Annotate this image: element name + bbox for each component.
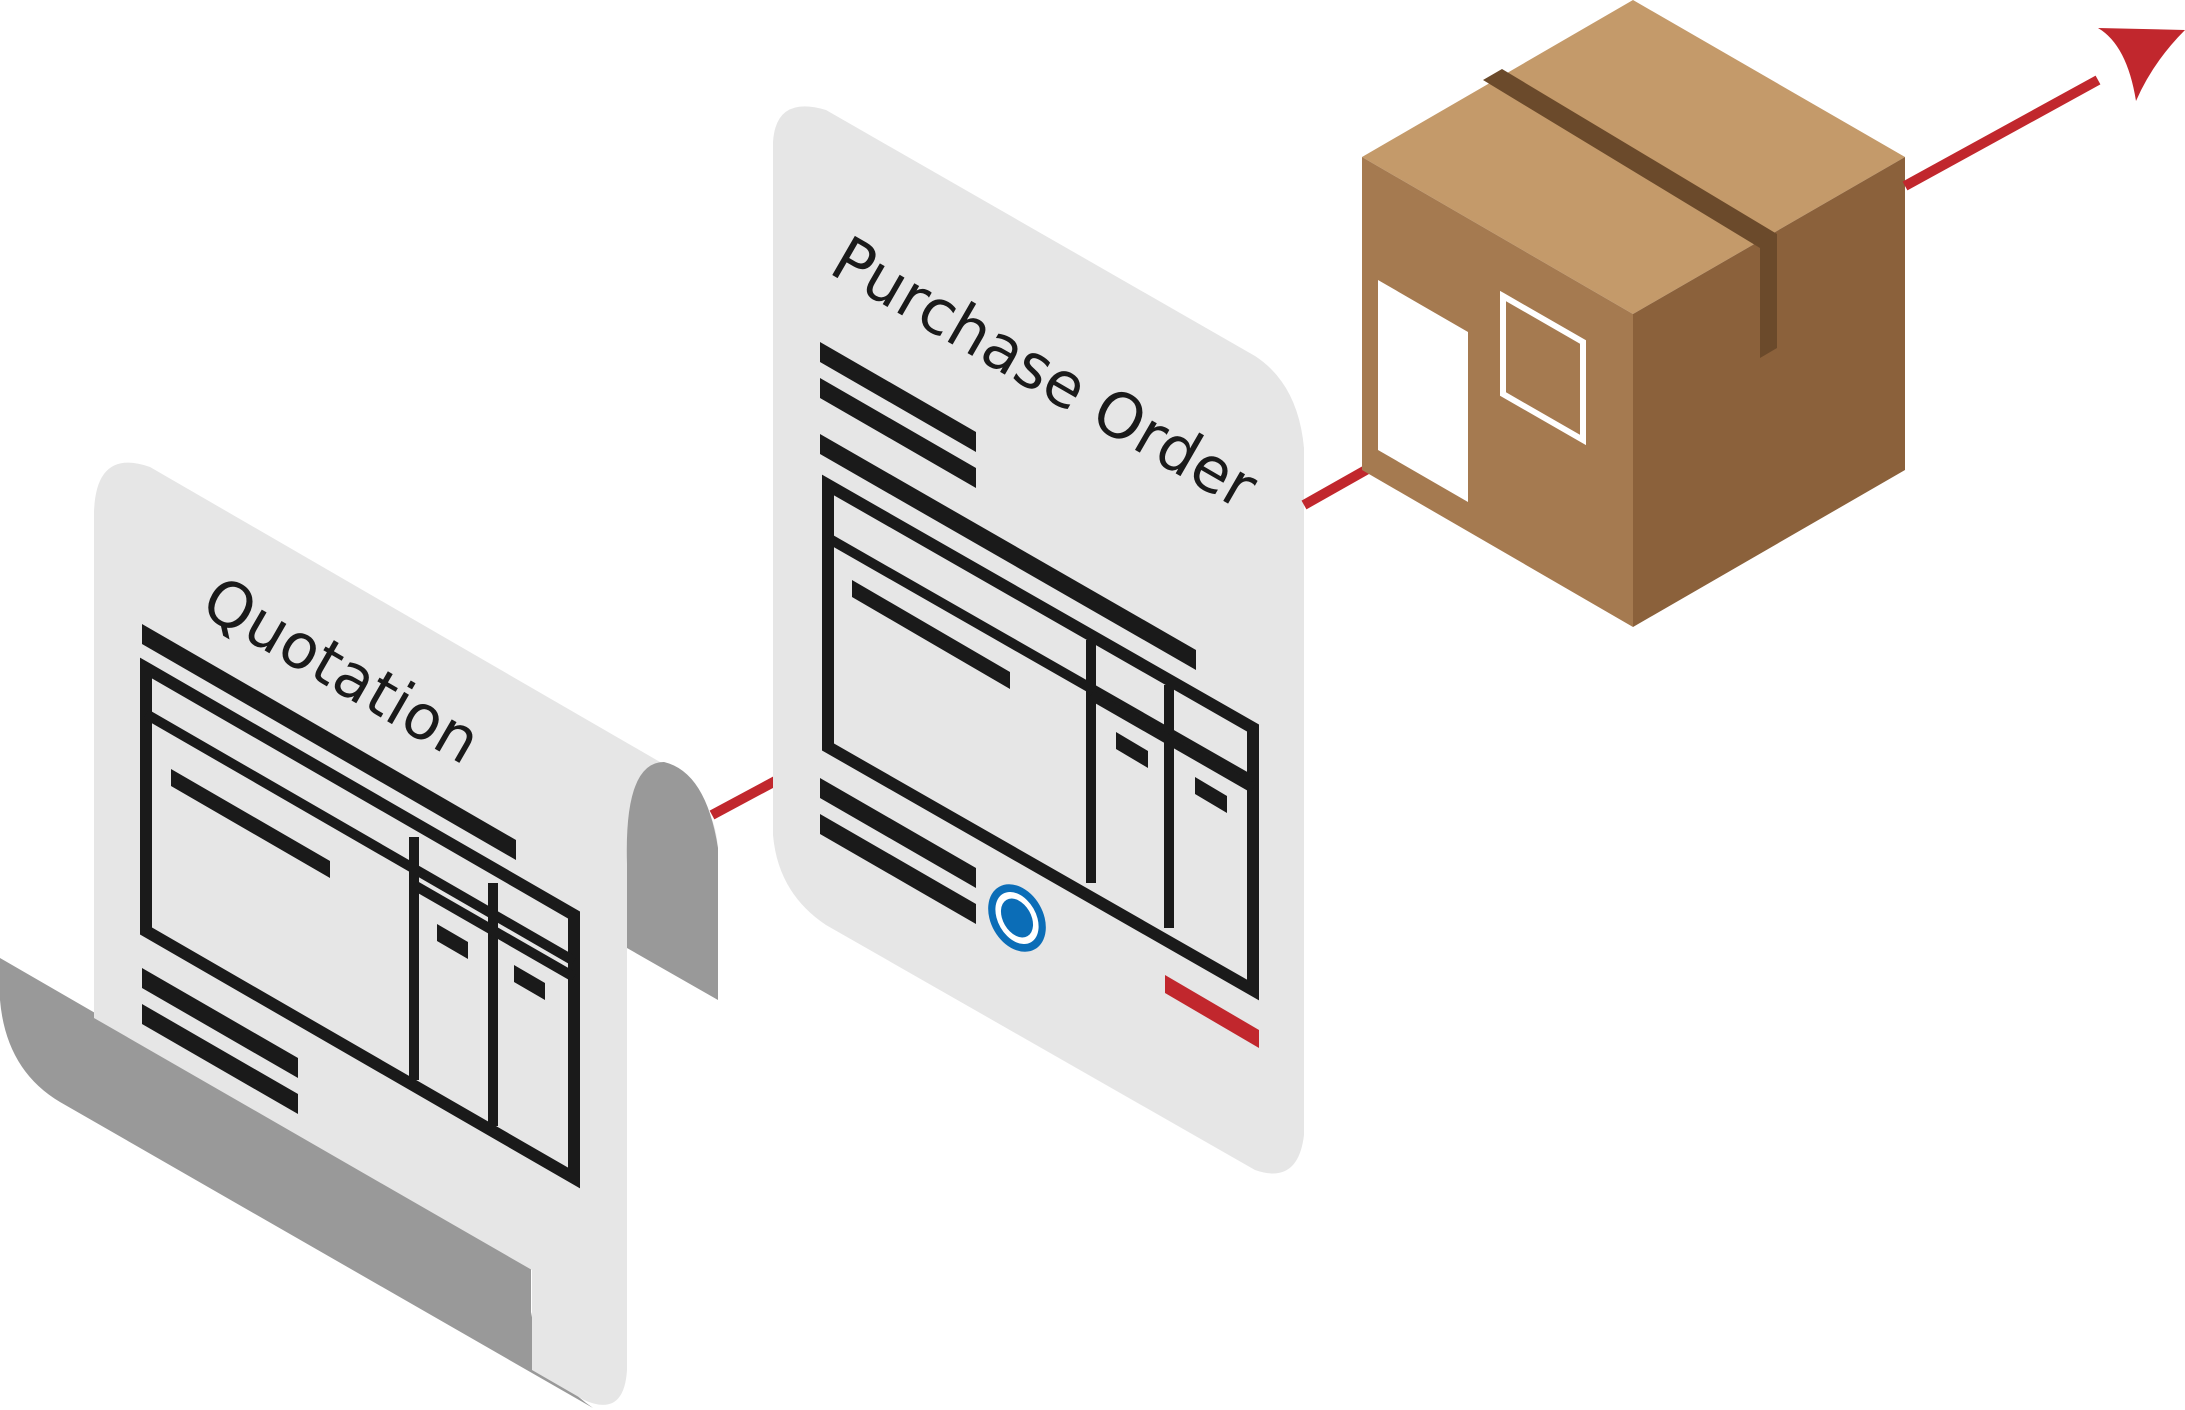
purchase-order-header-lines (820, 342, 1196, 670)
quotation-curl-top (626, 762, 718, 1000)
quotation-footer-lines (142, 968, 298, 1114)
stamp-icon (988, 884, 1046, 952)
quotation-table (140, 657, 580, 1189)
purchase-order-table-text (852, 580, 1227, 813)
box-left (1362, 157, 1633, 627)
arrow-icon (1902, 28, 2185, 191)
box-right (1633, 157, 1905, 627)
box-tape (1483, 69, 1777, 358)
quotation-curl-bottom (0, 958, 593, 1408)
label-window (1500, 290, 1586, 446)
purchase-order-table (822, 474, 1259, 1001)
quotation-header-line (142, 624, 516, 860)
purchase-order-document: Purchase Order (773, 106, 1304, 1174)
package-icon (1362, 0, 2185, 627)
quotation-table-text (171, 769, 545, 1000)
shipping-label (1378, 280, 1468, 502)
purchase-order-footer-lines (820, 778, 976, 924)
signature-line (1165, 975, 1259, 1048)
quotation-document: Quotation (0, 462, 718, 1408)
